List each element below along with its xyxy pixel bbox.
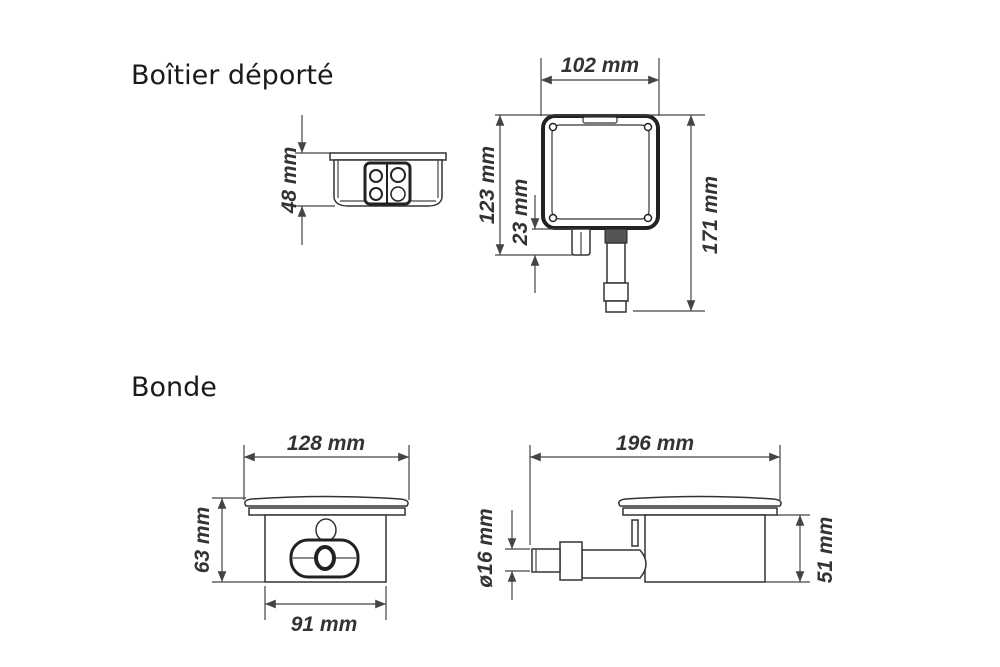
dim-label-196: 196 mm [616, 432, 694, 455]
dim-label-128: 128 mm [287, 432, 365, 455]
dim-label-48: 48 mm [278, 147, 301, 215]
dimension-23mm: 23 mm [509, 179, 572, 293]
dimension-171mm: 171 mm [633, 115, 722, 312]
boitier-front-view [541, 114, 660, 313]
dim-label-16: ø16 mm [474, 508, 497, 587]
dimension-102mm: 102 mm [540, 54, 660, 116]
dimension-91mm: 91 mm [264, 586, 387, 636]
dimension-48mm: 48 mm [278, 115, 335, 245]
dim-label-171: 171 mm [699, 176, 722, 254]
dim-label-51: 51 mm [814, 517, 837, 584]
dimension-128mm: 128 mm [243, 432, 410, 500]
dim-label-102: 102 mm [561, 54, 639, 77]
dimension-196mm: 196 mm [529, 432, 781, 545]
boitier-side-view [329, 152, 447, 207]
dimension-16mm: ø16 mm [474, 508, 530, 600]
dimension-51mm: 51 mm [765, 514, 837, 584]
bonde-side-view [531, 495, 782, 583]
dimension-63mm: 63 mm [191, 497, 265, 583]
section-title-bonde: Bonde [131, 372, 217, 403]
section-title-boitier: Boîtier déporté [131, 60, 334, 91]
dim-label-63: 63 mm [191, 507, 214, 574]
dim-label-91: 91 mm [291, 613, 358, 636]
dim-label-23: 23 mm [509, 179, 532, 247]
dim-label-123: 123 mm [476, 146, 499, 224]
dimension-123mm: 123 mm [476, 114, 705, 256]
bonde-front-view [244, 495, 409, 583]
